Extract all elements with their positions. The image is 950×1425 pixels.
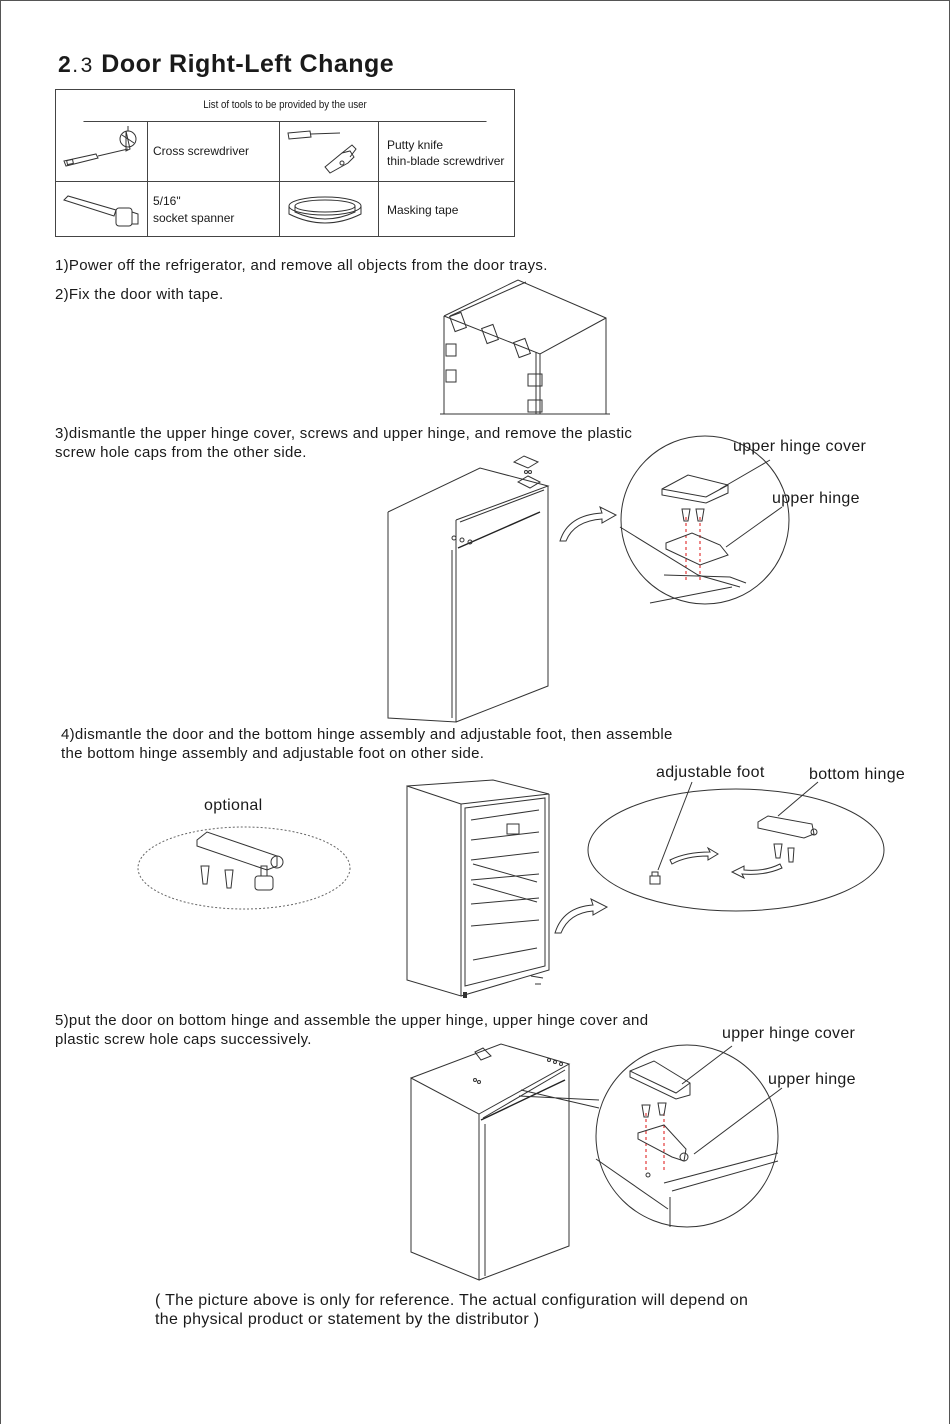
tool-label: socket spanner [153,210,234,226]
step-4-line-1: 4)dismantle the door and the bottom hing… [61,725,673,744]
tools-table: List of tools to be provided by the user… [55,89,515,237]
callout-upper-hinge: upper hinge [772,490,860,508]
callout-optional: optional [204,797,262,815]
section-title-text: Door Right-Left Change [101,50,394,78]
tool-label-cell: Masking tape [378,182,514,237]
tool-label: thin-blade screwdriver [387,153,504,169]
step-3-line-1: 3)dismantle the upper hinge cover, screw… [55,424,632,443]
tool-icon-cell [280,182,379,237]
step-5-line-2: plastic screw hole caps successively. [55,1030,312,1049]
callout-upper-hinge: upper hinge [768,1071,856,1089]
optional-parts-illustration [137,826,352,911]
callout-upper-hinge-cover: upper hinge cover [722,1025,855,1043]
footnote-line-1: ( The picture above is only for referenc… [155,1291,748,1310]
section-subnumber: 3 [81,54,93,77]
callout-bottom-hinge: bottom hinge [809,766,905,784]
callout-adjustable-foot: adjustable foot [656,764,765,782]
tools-row: 5/16" socket spanner Masking tape [56,182,514,237]
tool-label-cell: 5/16" socket spanner [147,182,280,237]
callout-lines [650,780,850,890]
tool-label: Cross screwdriver [153,143,249,159]
masking-tape-icon [280,182,378,237]
step-4-line-2: the bottom hinge assembly and adjustable… [61,744,484,763]
step-5-line-1: 5)put the door on bottom hinge and assem… [55,1011,648,1030]
step-2-text: 2)Fix the door with tape. [55,285,223,304]
tool-label: 5/16" [153,193,181,209]
socket-spanner-icon [56,182,147,237]
step-1-text: 1)Power off the refrigerator, and remove… [55,256,548,275]
section-number: 2 [58,51,71,77]
putty-knife-icon [280,121,378,181]
curved-arrow-icon [558,503,618,543]
section-title: 2.3 Door Right-Left Change [58,50,394,79]
footnote-line-2: the physical product or statement by the… [155,1310,539,1329]
tool-label-cell: Cross screwdriver [147,121,280,181]
fridge-open-illustration [403,780,553,1000]
tools-row: Cross screwdriver Putty knife thin-blade… [56,121,514,182]
tool-icon-cell [56,182,148,237]
callout-lines [680,1040,880,1140]
tool-label: Putty knife [387,137,443,153]
callout-upper-hinge-cover: upper hinge cover [733,438,866,456]
tool-icon-cell [280,121,379,181]
tool-label: Masking tape [387,202,458,218]
fridge-taped-illustration [440,278,610,418]
step-3-line-2: screw hole caps from the other side. [55,443,307,462]
screwdriver-icon [56,121,147,181]
fridge-assembled-illustration [409,1040,574,1280]
tool-icon-cell [56,121,148,181]
tools-table-header: List of tools to be provided by the user [83,90,486,122]
tool-label-cell: Putty knife thin-blade screwdriver [378,121,514,181]
fridge-top-hinge-illustration [384,450,554,725]
